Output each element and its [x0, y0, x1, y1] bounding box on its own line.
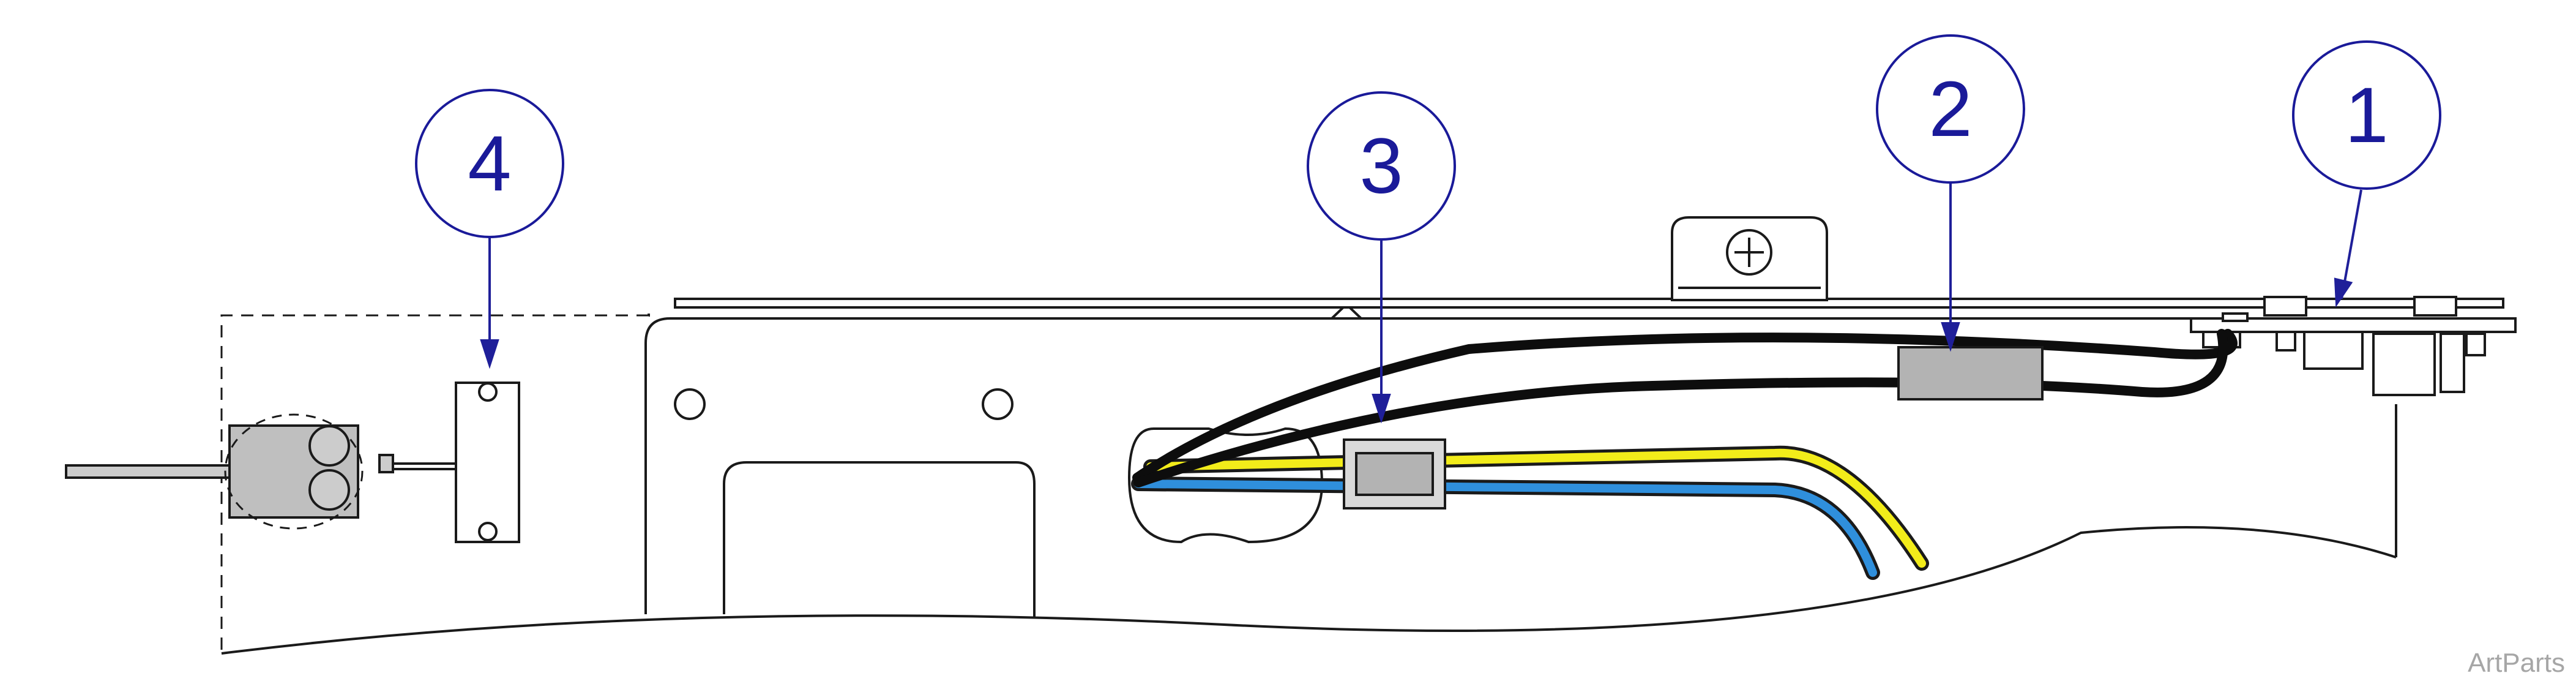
screw-icon	[1726, 229, 1772, 276]
probe-holder	[65, 382, 520, 543]
watermark-text: ArtParts	[2468, 648, 2565, 678]
black-cable	[1132, 329, 2238, 487]
leader-arrows	[480, 182, 2362, 424]
ferrite-bead-2	[1897, 346, 2044, 401]
callout-3-number: 3	[1359, 122, 1403, 210]
callout-2-number: 2	[1928, 66, 1972, 153]
callout-4: 4	[415, 89, 564, 238]
callout-3: 3	[1307, 91, 1456, 241]
housing-panel	[221, 303, 2397, 655]
arrow-3-head	[1372, 394, 1391, 424]
arrow-2-head	[1941, 322, 1960, 352]
callout-1-number: 1	[2345, 72, 2388, 159]
top-rail	[674, 298, 2504, 309]
dashed-boundary	[220, 314, 649, 655]
arrow-4-head	[480, 339, 499, 369]
arrow-1-head	[2334, 277, 2353, 308]
callout-2: 2	[1876, 34, 2025, 184]
callout-4-number: 4	[468, 120, 511, 208]
circuit-board	[2190, 296, 2517, 396]
ferrite-bead-3	[1343, 438, 1446, 510]
callout-1: 1	[2292, 40, 2441, 190]
